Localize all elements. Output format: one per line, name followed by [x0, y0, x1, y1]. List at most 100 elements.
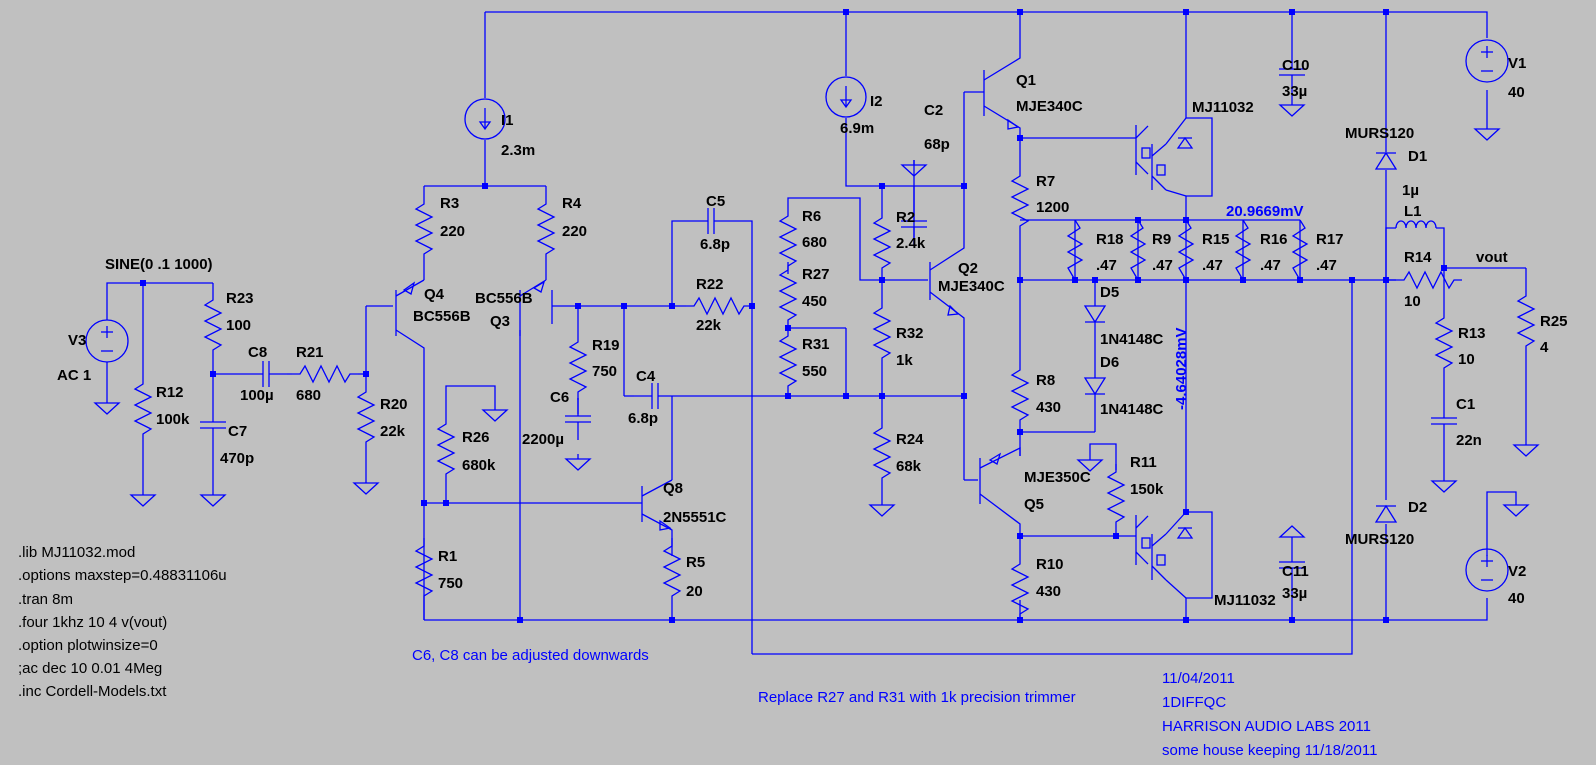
R3-value: 220: [440, 223, 465, 240]
R1-ref: R1: [438, 548, 457, 565]
C7-value: 470p: [220, 450, 254, 467]
R6-value: 680: [802, 234, 827, 251]
junction-dots: [140, 9, 1447, 623]
D5-symbol: [1084, 305, 1106, 323]
Q2-ref: Q2: [958, 260, 978, 277]
C5-ref: C5: [706, 193, 725, 210]
R2-symbol: [873, 209, 891, 277]
probe-vertical: -4.64028mV: [1173, 327, 1190, 410]
R24-ref: R24: [896, 431, 924, 448]
probe-readouts: 20.9669mV -4.64028mV: [1173, 203, 1304, 410]
R13-symbol: [1435, 309, 1453, 377]
R12-symbol: [134, 375, 152, 443]
C6-value: 2200µ: [522, 431, 564, 448]
QP1-symbol: [1135, 124, 1193, 191]
R20-symbol: [357, 383, 375, 451]
Q3-value: BC556B: [475, 290, 533, 307]
R5-value: 20: [686, 583, 703, 600]
R26-value: 680k: [462, 457, 496, 474]
C10-ref: C10: [1282, 57, 1310, 74]
C1-value: 22n: [1456, 432, 1482, 449]
V1-value: 40: [1508, 84, 1525, 101]
R15-ref: R15: [1202, 231, 1230, 248]
R14-ref: R14: [1404, 249, 1432, 266]
R24-value: 68k: [896, 458, 922, 475]
Q5-value: MJE350C: [1024, 469, 1091, 486]
R11-symbol: [1107, 463, 1125, 531]
directive-line: .four 1khz 10 4 v(vout): [18, 614, 167, 631]
R18-ref: R18: [1096, 231, 1124, 248]
Q3-ref: Q3: [490, 313, 510, 330]
comment-date: 11/04/2011: [1162, 670, 1235, 687]
R6-ref: R6: [802, 208, 821, 225]
R27-value: 450: [802, 293, 827, 310]
Q2-value: MJE340C: [938, 278, 1005, 295]
spice-directives: .lib MJ11032.mod .options maxstep=0.4883…: [18, 544, 227, 700]
C11-ref: C11: [1282, 563, 1309, 580]
C5-value: 6.8p: [700, 236, 730, 253]
I2-value: 6.9m: [840, 120, 874, 137]
inductor: [1395, 220, 1437, 229]
R16-value: .47: [1260, 257, 1281, 274]
V1-symbol: [1465, 39, 1509, 83]
R7-symbol: [1011, 167, 1029, 235]
QP1-value: MJ11032: [1192, 99, 1254, 116]
C1-symbol: [1430, 399, 1458, 443]
R25-symbol: [1517, 287, 1535, 355]
V1-ref: V1: [1508, 55, 1526, 72]
Q1-ref: Q1: [1016, 72, 1036, 89]
R1-value: 750: [438, 575, 463, 592]
Q4-ref: Q4: [424, 286, 445, 303]
R22-value: 22k: [696, 317, 722, 334]
R4-value: 220: [562, 223, 587, 240]
C8-ref: C8: [248, 344, 267, 361]
R20-value: 22k: [380, 423, 406, 440]
component-labels: I1 2.3m I2 6.9m C2 68p R3 220 R4 220 SIN…: [57, 55, 1568, 609]
I2-symbol: [825, 76, 867, 118]
D6-symbol: [1084, 377, 1106, 395]
R32-symbol: [873, 299, 891, 367]
R7-value: 1200: [1036, 199, 1069, 216]
R12-value: 100k: [156, 411, 190, 428]
R25-value: 4: [1540, 339, 1549, 356]
R2-ref: R2: [896, 209, 915, 226]
capacitors: [199, 50, 1458, 587]
QP2-symbol: [1135, 514, 1193, 581]
directive-line: .lib MJ11032.mod: [18, 544, 135, 561]
D6-value: 1N4148C: [1100, 401, 1164, 418]
R11-value: 150k: [1130, 481, 1164, 498]
wires: [106, 11, 1527, 655]
R17-value: .47: [1316, 257, 1337, 274]
D1-symbol: [1375, 152, 1397, 170]
I1-ref: I1: [501, 112, 514, 129]
R21-value: 680: [296, 387, 321, 404]
probe-top: 20.9669mV: [1226, 203, 1304, 220]
R8-ref: R8: [1036, 372, 1055, 389]
output-resistors: [1066, 219, 1309, 281]
C4-symbol: [633, 382, 677, 410]
R5-ref: R5: [686, 554, 705, 571]
R15-value: .47: [1202, 257, 1223, 274]
directive-line: ;ac dec 10 0.01 4Meg: [18, 660, 162, 677]
L1-ref: L1: [1404, 203, 1422, 220]
R12-ref: R12: [156, 384, 184, 401]
R9-ref: R9: [1152, 231, 1171, 248]
D1-ref: D1: [1408, 148, 1427, 165]
R13-value: 10: [1458, 351, 1475, 368]
C2-value: 68p: [924, 136, 950, 153]
R11-ref: R11: [1130, 454, 1157, 471]
R20-ref: R20: [380, 396, 408, 413]
V3-ac: AC 1: [57, 367, 91, 384]
comment-name: 1DIFFQC: [1162, 694, 1226, 711]
R7-ref: R7: [1036, 173, 1055, 190]
Q5-ref: Q5: [1024, 496, 1044, 513]
C2-ref: C2: [924, 102, 943, 119]
R19-ref: R19: [592, 337, 620, 354]
R25-ref: R25: [1540, 313, 1568, 330]
R13-ref: R13: [1458, 325, 1486, 342]
V2-value: 40: [1508, 590, 1525, 607]
R4-ref: R4: [562, 195, 582, 212]
directive-line: .options maxstep=0.48831106u: [18, 567, 227, 584]
R21-symbol: [291, 365, 359, 383]
